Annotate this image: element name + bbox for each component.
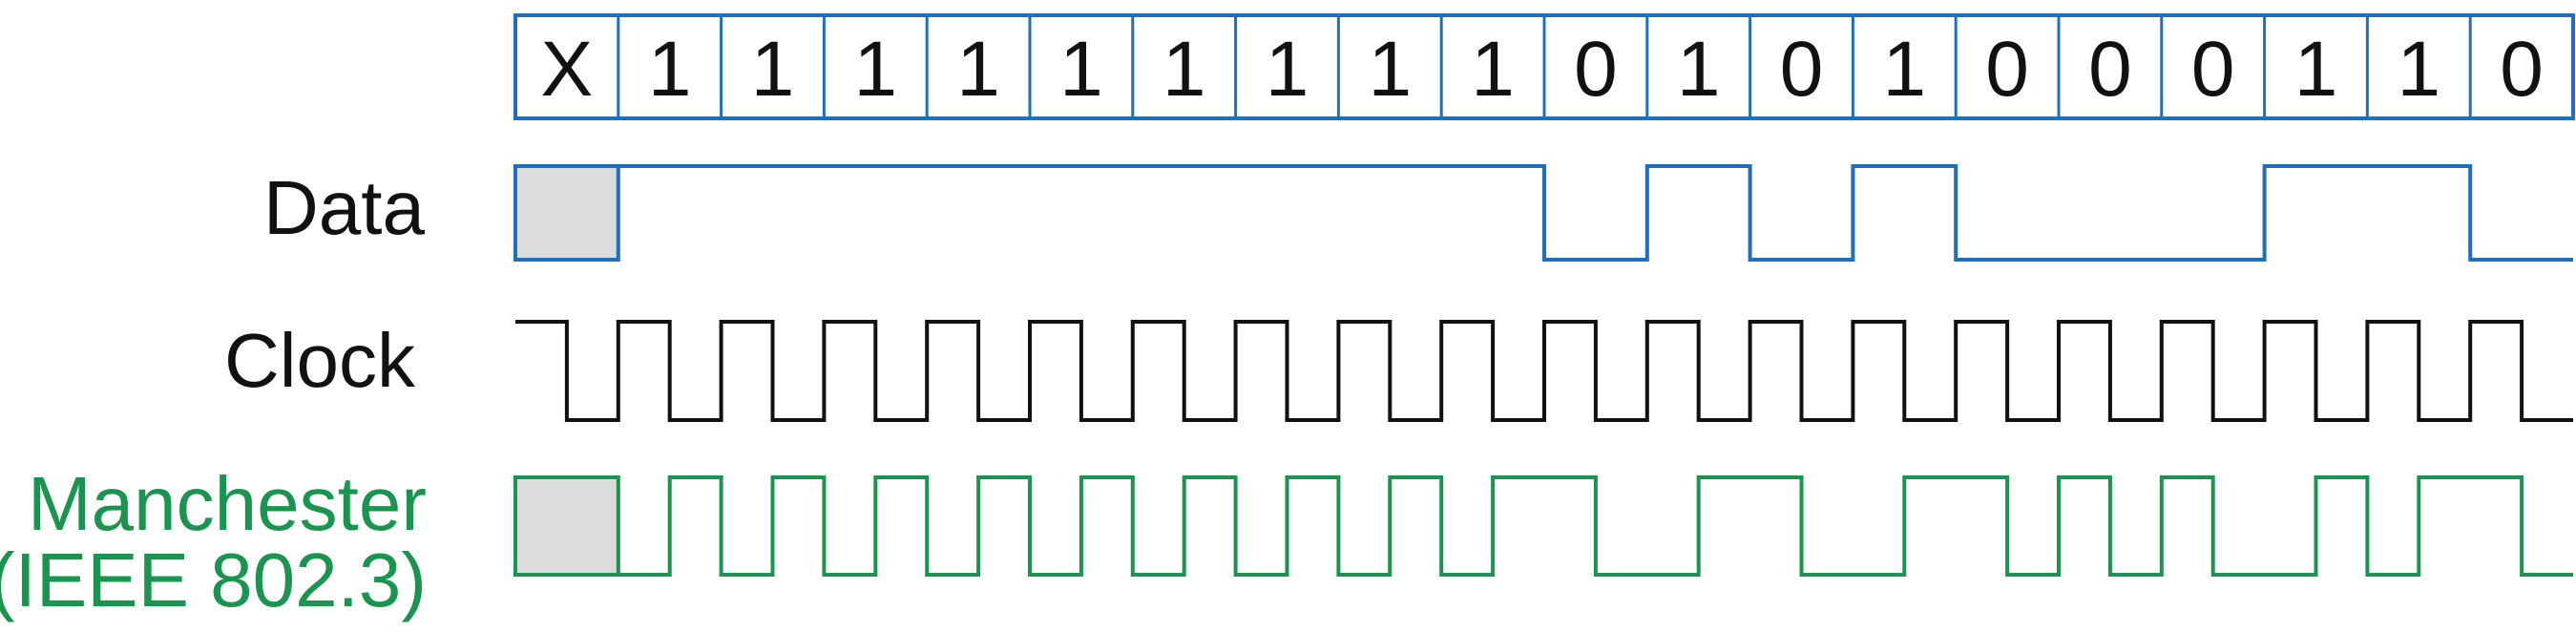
bit-value: 1: [1368, 26, 1412, 113]
bit-value: 1: [1882, 26, 1926, 113]
bit-value: 1: [956, 26, 1000, 113]
bit-value: 1: [1162, 26, 1206, 113]
clock-waveform: [515, 320, 2573, 422]
bit-value: 1: [1677, 26, 1721, 113]
bit-value: 0: [1780, 26, 1824, 113]
bit-value: 0: [2088, 26, 2132, 113]
bit-value: 1: [1266, 26, 1309, 113]
bit-value: X: [541, 26, 594, 113]
manchester-waveform: [513, 475, 2573, 577]
bit-value: 1: [1471, 26, 1515, 113]
clock-trace: [515, 320, 2573, 422]
data-waveform: [513, 164, 2573, 262]
bit-value: 0: [2500, 26, 2544, 113]
data-undefined-bit: [513, 164, 620, 262]
clock-signal-label: Clock: [224, 318, 416, 403]
manchester-standard-label: (IEEE 802.3): [0, 537, 427, 622]
manchester-trace: [618, 475, 2573, 577]
bit-value: 0: [1574, 26, 1618, 113]
bit-value: 1: [2397, 26, 2440, 113]
bit-value: 1: [1059, 26, 1103, 113]
manchester-signal-label: Manchester: [28, 461, 427, 546]
bit-value: 0: [2191, 26, 2235, 113]
bit-value: 1: [648, 26, 692, 113]
bit-value: 0: [1985, 26, 2029, 113]
bit-value: 1: [853, 26, 897, 113]
bit-value: 1: [751, 26, 795, 113]
manchester-undefined-bit: [513, 475, 620, 577]
data-signal-label: Data: [263, 165, 425, 250]
data-trace: [618, 164, 2573, 262]
bit-value: 1: [2294, 26, 2338, 113]
